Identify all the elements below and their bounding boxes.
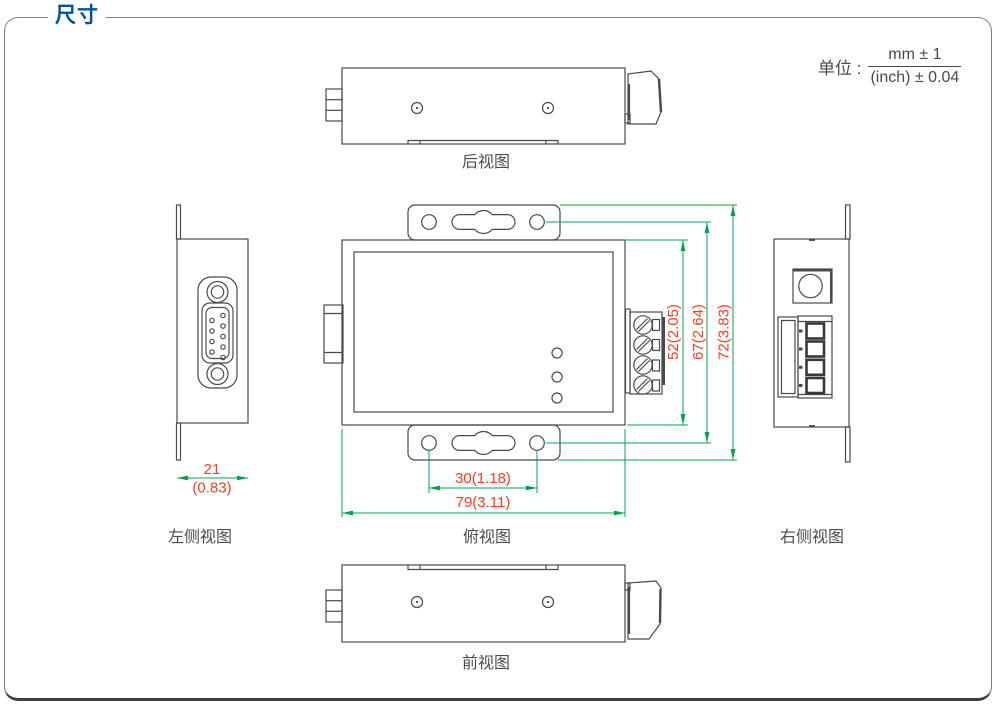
dimension-arrowheads bbox=[177, 205, 736, 516]
dimension-labels: 30(1.18) 79(3.11) 21 (0.83) 52(2.05) 67(… bbox=[192, 304, 732, 511]
label-rear-view: 后视图 bbox=[462, 153, 510, 171]
dim-total-height: 72(3.83) bbox=[716, 304, 733, 360]
page-title: 尺寸 bbox=[48, 3, 106, 29]
unit-note: 单位 : mm ± 1 (inch) ± 0.04 bbox=[818, 46, 962, 87]
unit-fraction: mm ± 1 (inch) ± 0.04 bbox=[868, 46, 962, 87]
front-view-drawing bbox=[325, 564, 662, 643]
terminal-block-top bbox=[624, 308, 665, 395]
content-border-frame bbox=[4, 17, 992, 701]
label-top-view: 俯视图 bbox=[463, 528, 511, 546]
dim-depth-mm: 21 bbox=[204, 461, 221, 478]
db9-pins bbox=[209, 312, 226, 361]
dim-hole-spacing: 30(1.18) bbox=[455, 470, 511, 487]
label-front-view: 前视图 bbox=[462, 654, 510, 672]
unit-fraction-denominator: (inch) ± 0.04 bbox=[870, 69, 960, 86]
unit-fraction-numerator: mm ± 1 bbox=[868, 46, 962, 67]
dim-hole-height: 67(2.64) bbox=[690, 304, 707, 360]
dim-body-height: 52(2.05) bbox=[665, 304, 682, 360]
dim-body-width: 79(3.11) bbox=[456, 494, 511, 511]
rear-view-drawing bbox=[325, 67, 663, 145]
dimension-lines bbox=[177, 204, 737, 517]
unit-label: 单位 : bbox=[818, 59, 862, 78]
terminal-block-side bbox=[777, 315, 833, 399]
dim-depth-inch: (0.83) bbox=[192, 480, 231, 497]
right-side-view-drawing bbox=[773, 204, 851, 463]
label-left-side-view: 左侧视图 bbox=[168, 528, 232, 546]
top-view-drawing bbox=[323, 204, 665, 461]
view-labels: 后视图 左侧视图 俯视图 右侧视图 前视图 bbox=[168, 153, 844, 672]
label-right-side-view: 右侧视图 bbox=[780, 528, 844, 546]
left-side-view-drawing bbox=[175, 204, 249, 461]
